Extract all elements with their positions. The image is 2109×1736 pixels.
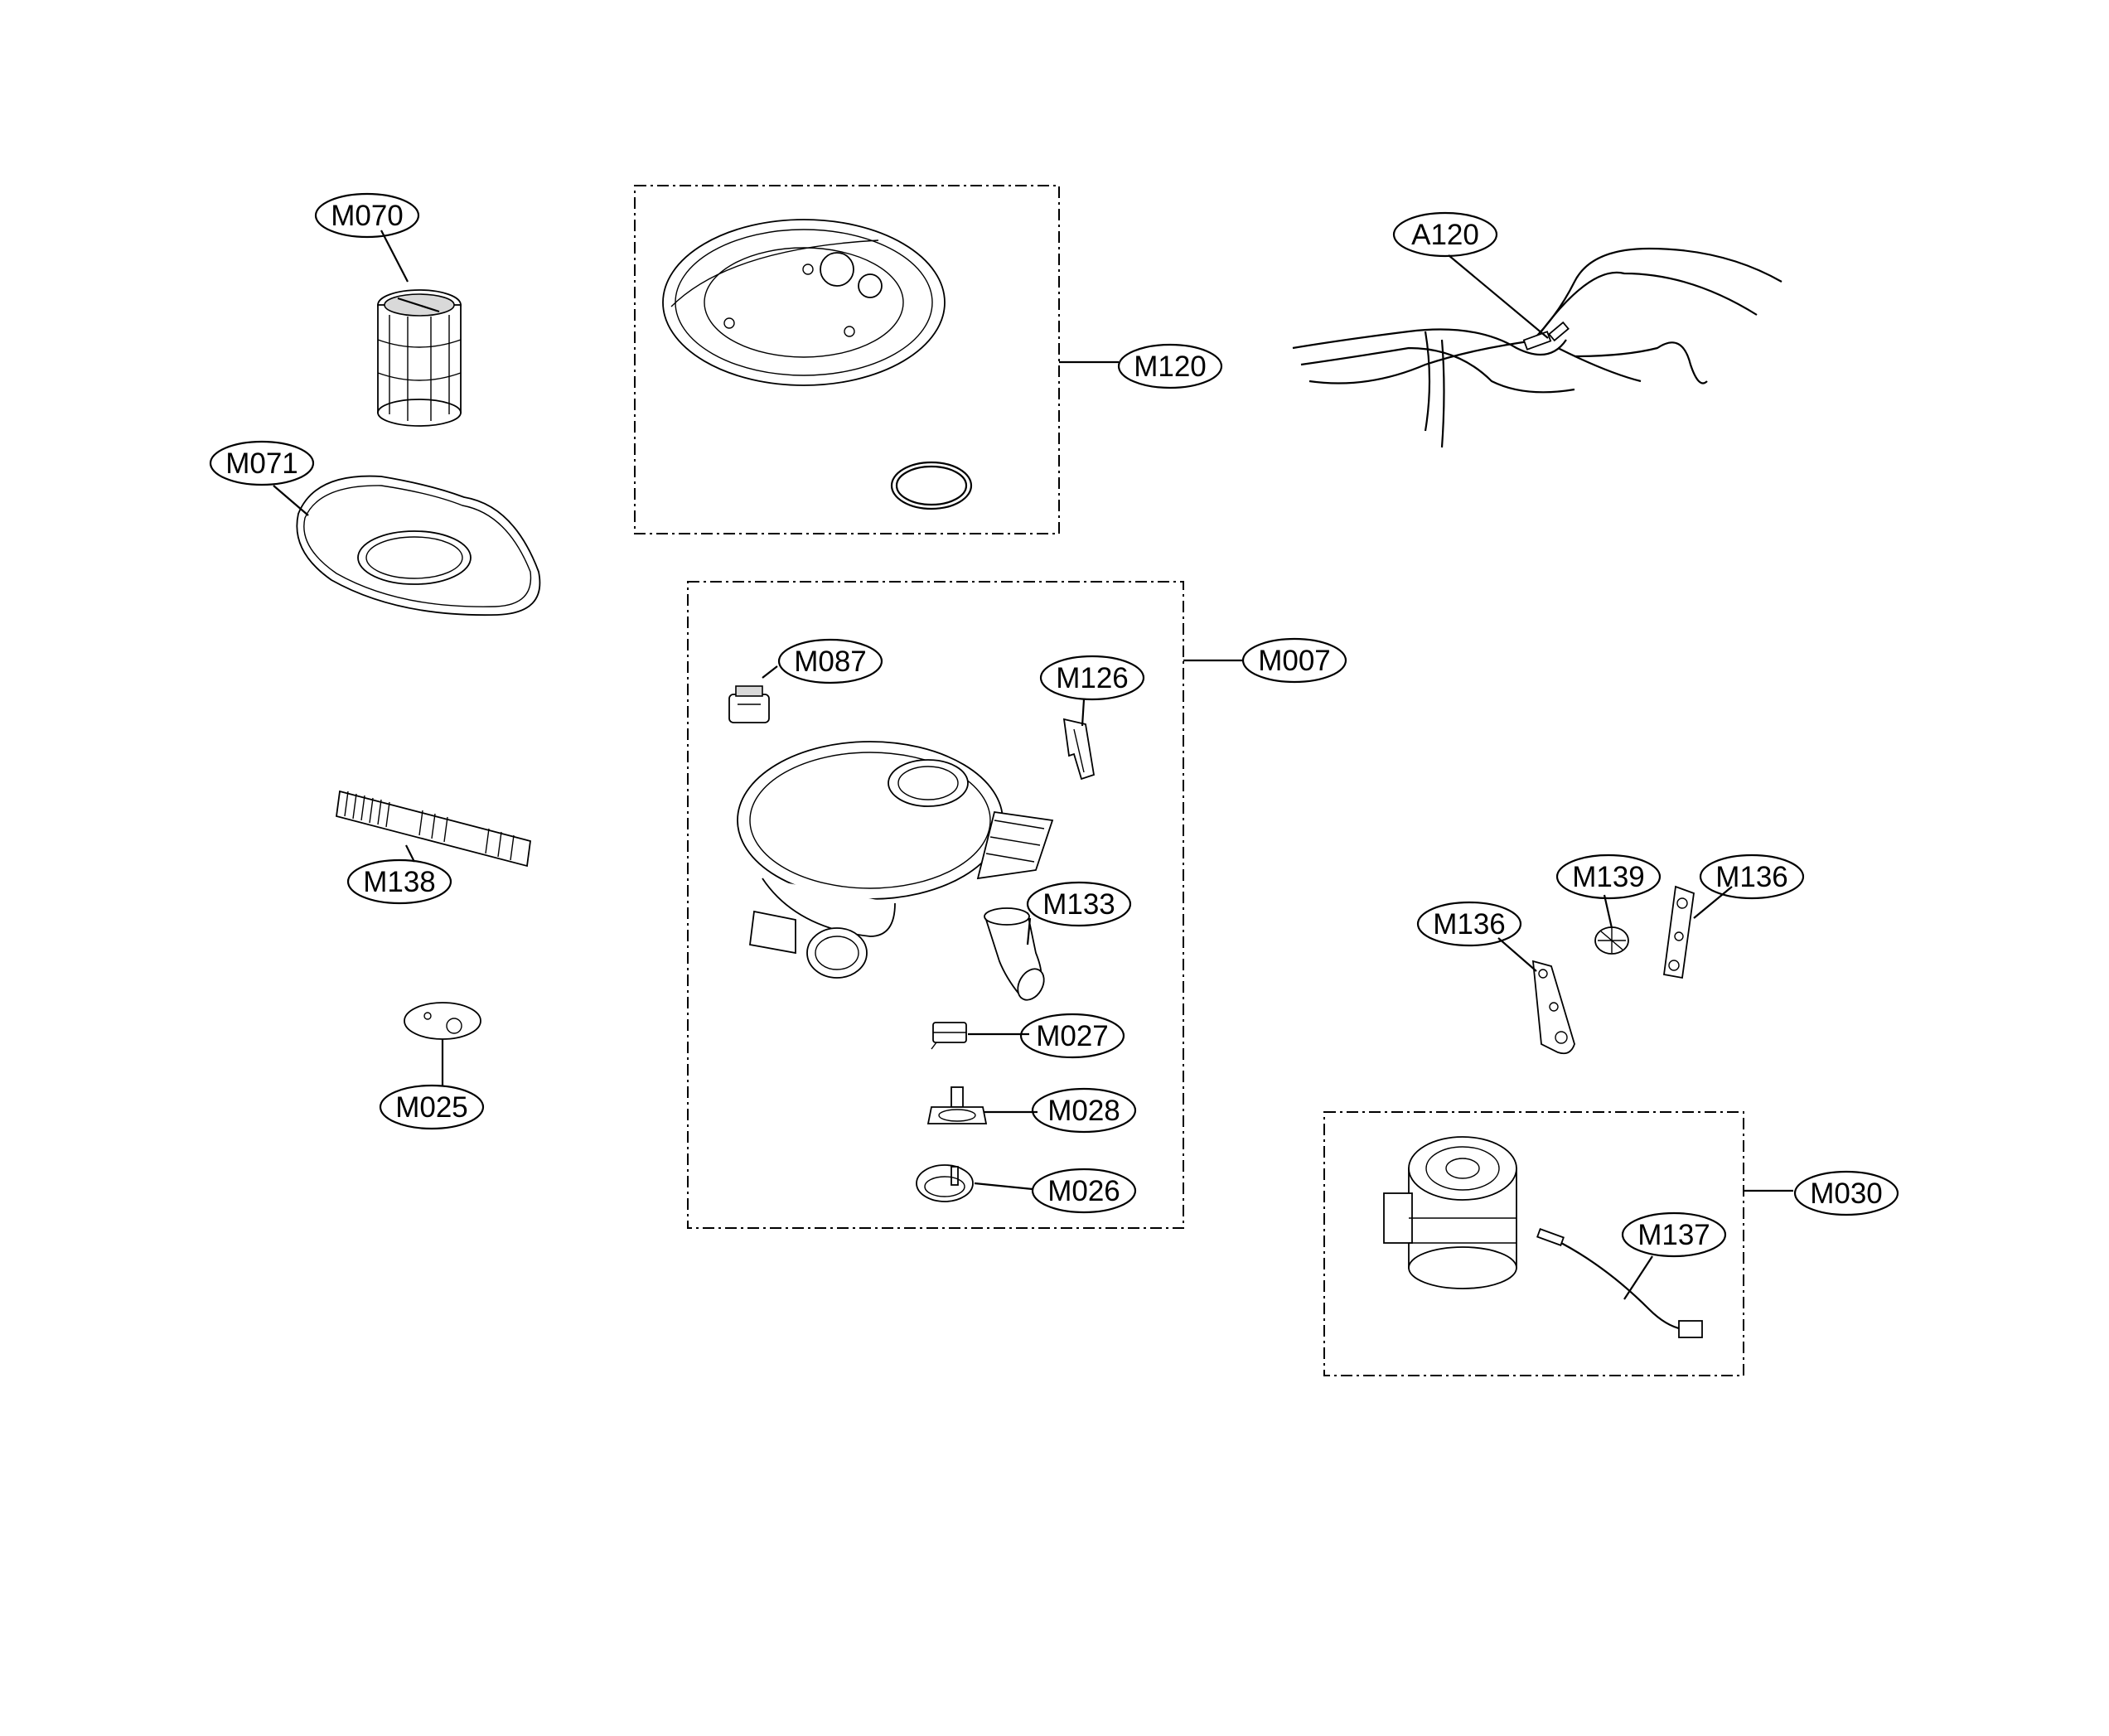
callout-m126: M126 — [1039, 655, 1145, 701]
callout-m070: M070 — [314, 192, 420, 239]
callout-m071-text: M071 — [225, 447, 298, 480]
callout-m136-right-text: M136 — [1715, 861, 1788, 893]
motor-part — [1383, 1136, 1517, 1289]
filter-cylinder-part — [377, 289, 462, 427]
callout-m027-text: M027 — [1036, 1020, 1109, 1052]
hose-part — [336, 790, 531, 868]
callout-m025-text: M025 — [395, 1091, 468, 1124]
callout-a120-text: A120 — [1411, 219, 1479, 251]
wire-harness-part — [1292, 247, 1782, 448]
group-box-m007 — [687, 581, 1184, 1229]
sump-part — [737, 741, 1054, 979]
switch-part — [931, 1022, 967, 1050]
callout-m126-text: M126 — [1056, 662, 1129, 694]
callout-m025: M025 — [379, 1084, 485, 1130]
group-box-m120 — [634, 185, 1060, 534]
filter-plate-part — [296, 475, 541, 617]
bracket-right-part — [1662, 885, 1695, 979]
callout-m028: M028 — [1031, 1087, 1137, 1134]
callout-m137-text: M137 — [1637, 1219, 1710, 1251]
clip-part — [1062, 718, 1096, 781]
sensor-part — [926, 1086, 988, 1124]
callout-m120: M120 — [1117, 343, 1223, 389]
spray-disc-part — [662, 219, 973, 510]
callout-m026: M026 — [1031, 1168, 1137, 1214]
cap-part — [916, 1164, 974, 1202]
callout-m136-left: M136 — [1416, 901, 1522, 947]
callout-m087-text: M087 — [794, 646, 867, 678]
callout-m120-text: M120 — [1134, 351, 1207, 383]
connector-part — [728, 685, 770, 723]
callout-m138-text: M138 — [363, 866, 436, 898]
callout-a120: A120 — [1392, 211, 1498, 258]
callout-m133: M133 — [1026, 881, 1132, 927]
callout-m007: M007 — [1241, 637, 1347, 684]
gasket-part — [404, 1002, 481, 1040]
callout-m028-text: M028 — [1047, 1095, 1120, 1127]
group-box-m030 — [1323, 1111, 1744, 1376]
bracket-left-part — [1531, 960, 1575, 1055]
callout-m136-left-text: M136 — [1433, 908, 1506, 941]
callout-m026-text: M026 — [1047, 1175, 1120, 1207]
callout-m007-text: M007 — [1258, 645, 1331, 677]
callout-m138: M138 — [346, 858, 452, 905]
callout-m087: M087 — [777, 638, 883, 684]
callout-m027: M027 — [1019, 1013, 1125, 1059]
callout-m030: M030 — [1793, 1170, 1899, 1216]
callout-m139-text: M139 — [1572, 861, 1645, 893]
elbow-hose-part — [984, 907, 1045, 1001]
callout-m071: M071 — [209, 440, 315, 486]
callout-m139: M139 — [1555, 853, 1662, 900]
thermistor-part — [1536, 1228, 1703, 1338]
callout-m070-text: M070 — [331, 200, 404, 232]
callout-m030-text: M030 — [1810, 1177, 1883, 1210]
callout-m136-right: M136 — [1699, 853, 1805, 900]
impeller-part — [1594, 926, 1629, 955]
leader-lines — [273, 230, 1793, 1300]
callout-m133-text: M133 — [1042, 888, 1115, 921]
callout-m137: M137 — [1621, 1211, 1727, 1258]
